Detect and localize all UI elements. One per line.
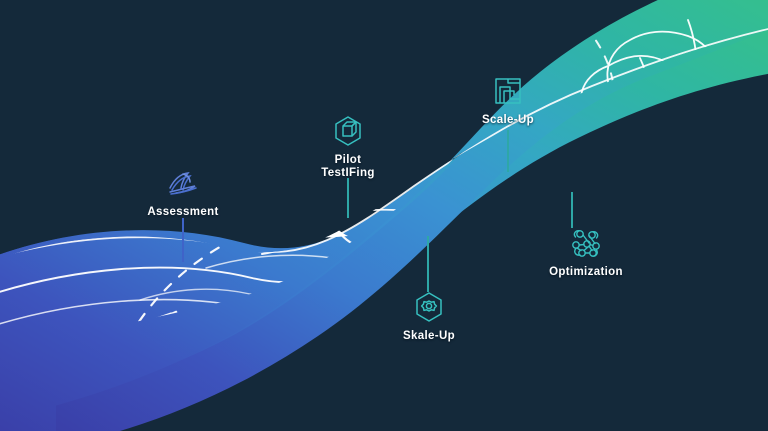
- milestone-skale-up-bottom[interactable]: Skale-Up: [386, 290, 472, 343]
- milestone-assessment[interactable]: Assessment: [140, 166, 226, 219]
- white-spike-right: [498, 178, 536, 202]
- cube-hexagon-icon: [331, 114, 365, 148]
- wave-lines-icon: [166, 166, 200, 200]
- nested-square-icon: [491, 74, 525, 108]
- river-upper-lobe: [56, 0, 768, 431]
- milestone-label: Optimization: [549, 266, 623, 278]
- milestone-scale-up-top[interactable]: Scale-Up: [462, 74, 554, 127]
- gear-hexagon-icon: [412, 290, 446, 324]
- node-connectors: [182, 130, 573, 292]
- network-nodes-icon: [569, 226, 603, 260]
- milestone-label: Skale-Up: [402, 330, 455, 342]
- milestone-pilot-testing[interactable]: Pilot TestIFing: [300, 114, 396, 180]
- milestone-label: Scale-Up: [481, 114, 534, 126]
- milestone-label: Pilot TestIFing: [321, 154, 375, 179]
- milestone-label: Assessment: [147, 206, 219, 218]
- milestone-optimization[interactable]: Optimization: [534, 226, 638, 279]
